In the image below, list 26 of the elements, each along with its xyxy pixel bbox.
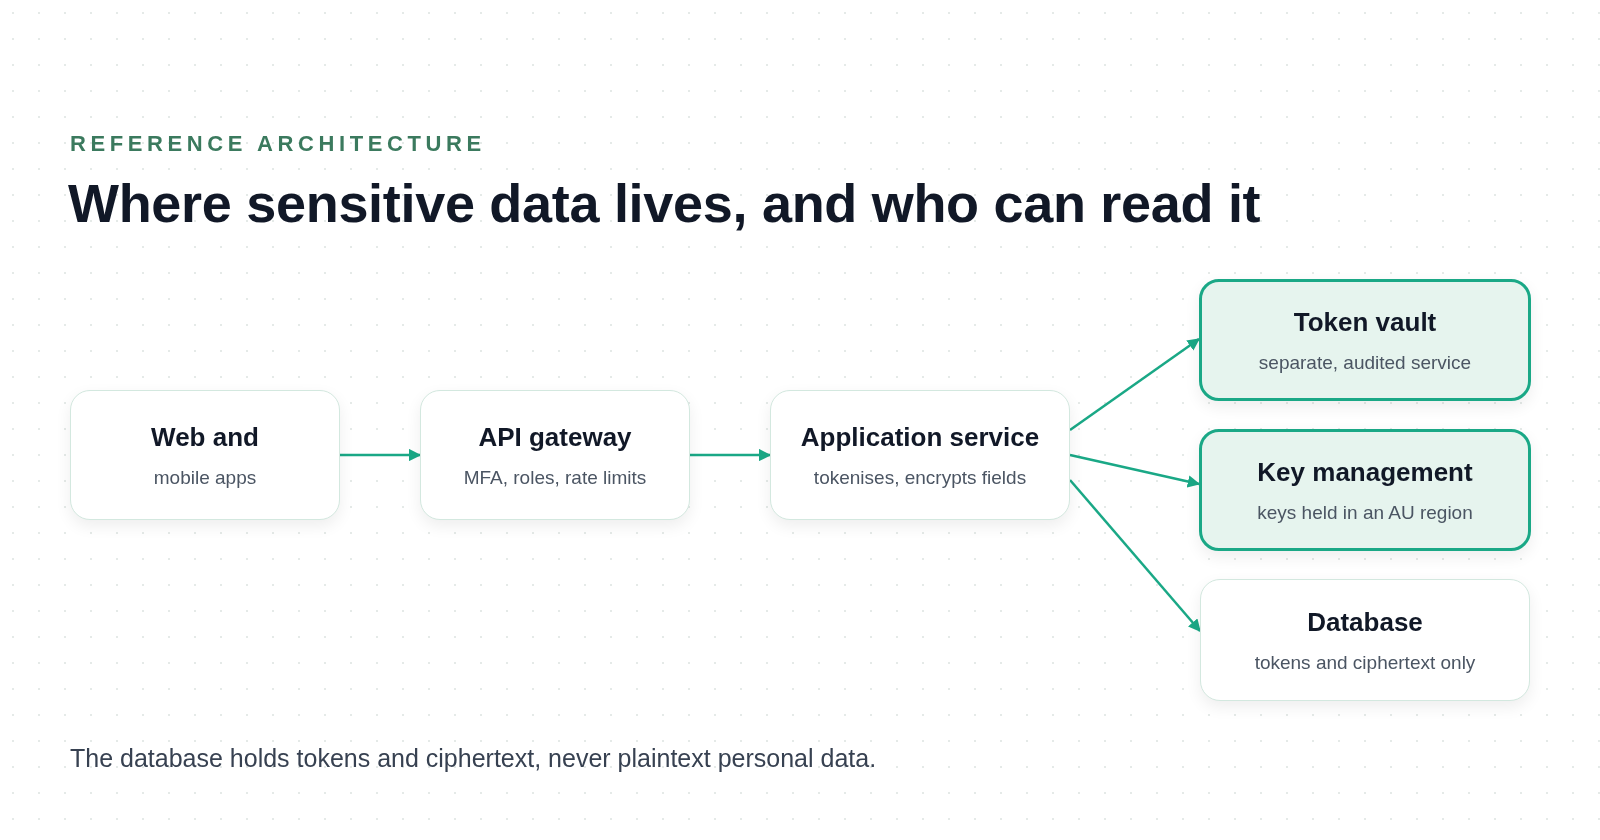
node-title: Web and xyxy=(151,421,259,453)
service-box xyxy=(420,390,690,520)
node-description: tokenises, encrypts fields xyxy=(813,466,1027,489)
arrow xyxy=(690,448,772,462)
node-title: API gateway xyxy=(478,421,632,453)
node-title: Application service xyxy=(800,421,1040,453)
node-title: Token vault xyxy=(1293,306,1437,338)
caption: The database holds tokens and ciphertext, never plaintext personal data. xyxy=(70,744,877,773)
section-label: REFERENCE ARCHITECTURE xyxy=(70,131,486,157)
node-title: Key management xyxy=(1257,456,1473,488)
arrow xyxy=(340,448,422,462)
arrow xyxy=(1069,337,1200,432)
node-description: mobile apps xyxy=(153,466,257,489)
service-box xyxy=(1200,579,1530,701)
node-description: MFA, roles, rate limits xyxy=(463,466,647,489)
node-description: separate, audited service xyxy=(1258,351,1472,374)
service-box xyxy=(70,390,340,520)
highlighted-service-box xyxy=(1199,279,1531,401)
diagram-title: Where sensitive data lives, and who can read it xyxy=(68,172,1261,234)
node-title: Database xyxy=(1307,606,1423,638)
node-description: tokens and ciphertext only xyxy=(1254,651,1476,674)
highlighted-service-box xyxy=(1199,429,1531,551)
arrow xyxy=(1069,479,1201,632)
service-box xyxy=(770,390,1070,520)
arrow xyxy=(1069,453,1201,488)
node-description: keys held in an AU region xyxy=(1257,501,1473,524)
